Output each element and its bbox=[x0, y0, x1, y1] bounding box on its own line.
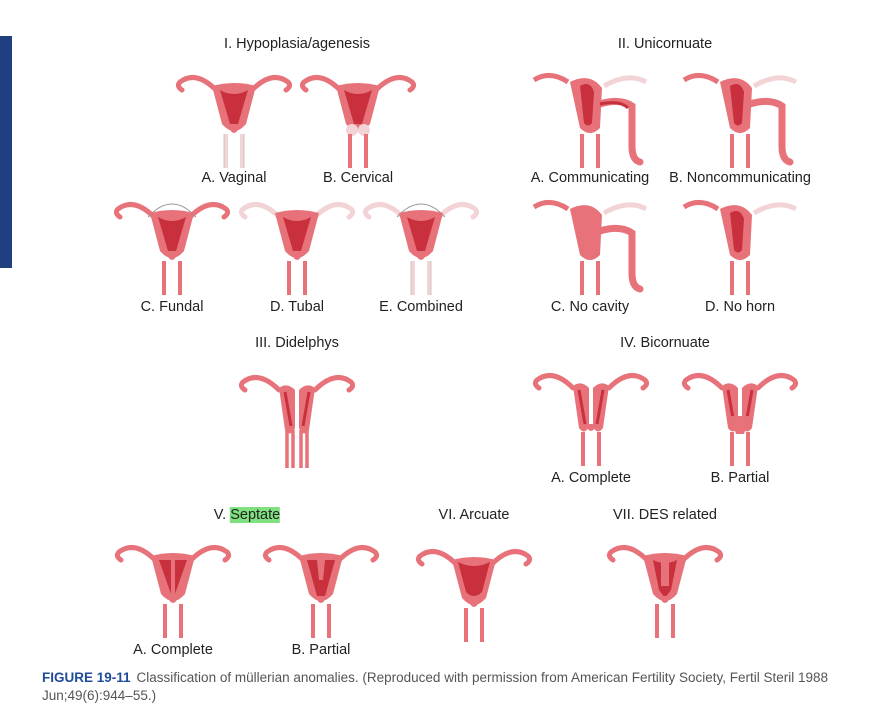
uterus-combined-hypoplasia bbox=[359, 195, 483, 299]
group-title-hypoplasia: I. Hypoplasia/agenesis bbox=[224, 36, 370, 52]
uterus-tubal-hypoplasia bbox=[235, 195, 359, 299]
uterus-unicornuate-noncommunicating bbox=[678, 68, 802, 172]
uterus-bicornuate-complete bbox=[529, 366, 653, 470]
label-septate-partial: B. Partial bbox=[291, 642, 351, 658]
uterus-unicornuate-noncommunicating-drawing bbox=[682, 73, 798, 168]
uterus-fundal-hypoplasia bbox=[110, 195, 234, 299]
group-title-arcuate: VI. Arcuate bbox=[438, 507, 510, 523]
group-title-des: VII. DES related bbox=[613, 507, 717, 523]
uterus-unicornuate-no-cavity-drawing bbox=[532, 200, 648, 295]
uterus-bicornuate-partial-drawing bbox=[681, 373, 799, 466]
uterus-des-related-drawing bbox=[606, 545, 724, 638]
label-bicornuate-complete: A. Complete bbox=[551, 470, 631, 486]
uterus-fundal-hypoplasia-drawing bbox=[113, 202, 231, 295]
uterus-unicornuate-communicating bbox=[528, 68, 652, 172]
label-bicornuate-partial: B. Partial bbox=[710, 470, 770, 486]
label-no-horn: D. No horn bbox=[704, 299, 776, 315]
label-no-cavity: C. No cavity bbox=[550, 299, 630, 315]
uterus-septate-partial-drawing bbox=[262, 545, 380, 638]
septate-prefix: V. bbox=[213, 507, 231, 523]
uterus-unicornuate-no-horn-drawing bbox=[682, 200, 798, 295]
label-tubal: D. Tubal bbox=[270, 299, 324, 315]
uterus-arcuate-drawing bbox=[415, 549, 533, 642]
uterus-vaginal-agenesis-drawing bbox=[175, 75, 293, 168]
uterus-septate-partial bbox=[259, 538, 383, 642]
uterus-tubal-hypoplasia-drawing bbox=[238, 202, 356, 295]
uterus-unicornuate-communicating-drawing bbox=[532, 73, 648, 168]
caption-text: Classification of müllerian anomalies. (… bbox=[42, 670, 829, 703]
uterus-bicornuate-partial bbox=[678, 366, 802, 470]
label-septate-complete: A. Complete bbox=[133, 642, 213, 658]
uterus-des-related bbox=[603, 538, 727, 642]
group-title-didelphys: III. Didelphys bbox=[255, 335, 339, 351]
septate-highlight: Septate bbox=[230, 507, 281, 523]
uterus-didelphys bbox=[235, 368, 359, 472]
uterus-septate-complete-drawing bbox=[114, 545, 232, 638]
uterus-cervical-agenesis bbox=[296, 68, 420, 172]
label-combined: E. Combined bbox=[379, 299, 463, 315]
label-communicating: A. Communicating bbox=[530, 170, 650, 186]
side-accent-bar bbox=[0, 36, 12, 268]
label-cervical: B. Cervical bbox=[322, 170, 394, 186]
uterus-septate-complete bbox=[111, 538, 235, 642]
label-fundal: C. Fundal bbox=[140, 299, 204, 315]
group-title-septate: V. Septate bbox=[213, 507, 281, 523]
label-vaginal: A. Vaginal bbox=[201, 170, 267, 186]
uterus-arcuate bbox=[412, 542, 536, 646]
group-title-bicornuate: IV. Bicornuate bbox=[620, 335, 710, 351]
uterus-vaginal-agenesis bbox=[172, 68, 296, 172]
label-noncommunicating: B. Noncommunicating bbox=[669, 170, 811, 186]
uterus-cervical-agenesis-drawing bbox=[299, 75, 417, 168]
uterus-bicornuate-complete-drawing bbox=[532, 373, 650, 466]
group-title-unicornuate: II. Unicornuate bbox=[617, 36, 713, 52]
uterus-didelphys-drawing bbox=[238, 375, 356, 468]
figure-number: FIGURE 19-11 bbox=[42, 670, 131, 685]
uterus-unicornuate-no-cavity bbox=[528, 195, 652, 299]
uterus-combined-hypoplasia-drawing bbox=[362, 202, 480, 295]
uterus-unicornuate-no-horn bbox=[678, 195, 802, 299]
